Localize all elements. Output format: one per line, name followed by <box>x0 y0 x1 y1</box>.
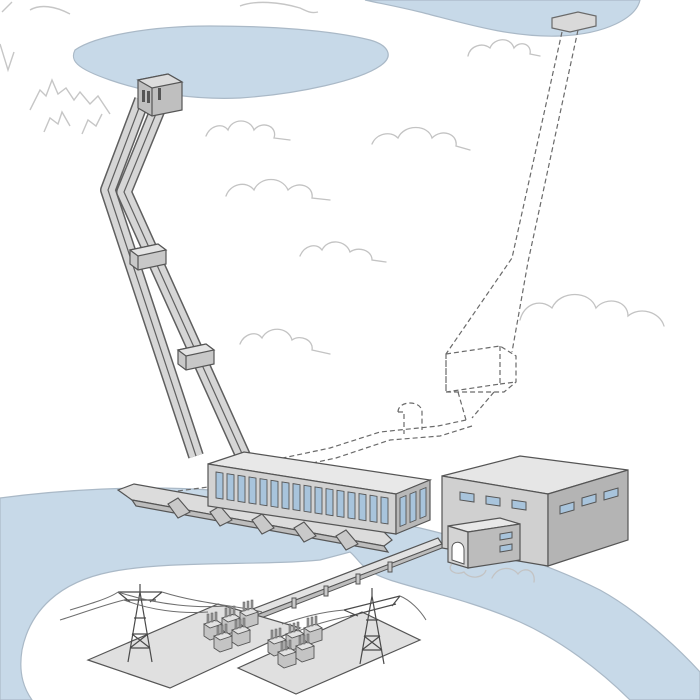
powerhouse-window <box>292 483 301 512</box>
dam-structure <box>116 483 393 553</box>
dam-piers <box>167 497 359 551</box>
cloud-icon <box>371 126 471 151</box>
outlet-annex <box>447 517 521 569</box>
intake-tower <box>136 73 184 117</box>
powerhouse-window <box>314 486 323 515</box>
powerhouse-window <box>248 476 257 505</box>
mountain-icon <box>239 1 319 14</box>
cloud-icon <box>239 328 331 355</box>
outflow-splash <box>449 563 487 578</box>
mountain-outlines <box>0 1 319 135</box>
mountain-icon <box>29 78 111 115</box>
powerhouse-window <box>399 494 407 528</box>
powerhouse-window <box>369 494 378 523</box>
transformer-unit <box>294 633 316 663</box>
penstock-pipe-divider <box>107 99 197 457</box>
powerhouse-window <box>259 478 268 507</box>
powerhouse <box>207 451 433 535</box>
mountain-icon <box>0 43 15 73</box>
clouds <box>205 39 665 583</box>
mountain-icon <box>81 113 103 135</box>
transformer-unit <box>238 599 260 629</box>
transformer-unit <box>276 639 298 669</box>
cloud-icon <box>205 120 291 141</box>
transformer-unit <box>212 623 234 653</box>
powerhouse-window <box>358 493 367 522</box>
powerhouse-window <box>226 473 235 502</box>
horizontal-tunnel <box>263 419 467 463</box>
penstock-pipe-divider-2 <box>123 103 245 459</box>
powerhouse-side-windows <box>399 486 427 528</box>
upper-right-lake <box>364 0 641 37</box>
transformer-icon <box>202 599 324 669</box>
access-shaft <box>397 402 423 434</box>
transmission-tower-icon <box>117 584 163 663</box>
vertical-shaft-right <box>511 29 579 353</box>
cloud-icon <box>225 178 331 201</box>
powerhouse-window <box>336 489 345 518</box>
control-building <box>441 455 629 578</box>
transformer-unit <box>230 617 252 647</box>
powerhouse-window <box>347 491 356 520</box>
cloud-icon <box>467 39 541 57</box>
shaft-to-tunnel-right <box>471 391 495 419</box>
powerhouse-window <box>281 481 290 510</box>
upper-intake-box <box>551 11 597 33</box>
transformer-unit <box>302 615 324 645</box>
cloud-icon <box>299 241 387 263</box>
mountain-icon <box>1 1 71 15</box>
upper-reservoir <box>72 25 389 99</box>
cloud-icon <box>491 567 535 583</box>
transformer-unit <box>202 611 224 641</box>
powerhouse-window <box>325 488 334 517</box>
powerhouse-window <box>303 484 312 513</box>
powerhouse-window <box>409 490 417 524</box>
anchor-block-lower <box>176 343 216 371</box>
vertical-shaft-left <box>445 31 563 355</box>
powerhouse-window <box>237 474 246 503</box>
shaft-to-tunnel-left <box>457 391 467 421</box>
powerhouse-window <box>215 471 224 500</box>
powerhouse-window <box>270 479 279 508</box>
substation <box>59 584 427 695</box>
powerhouse-windows <box>215 471 389 525</box>
surge-chamber <box>445 345 517 393</box>
anchor-block-upper <box>128 243 168 271</box>
powerhouse-window <box>380 496 389 525</box>
cloud-icon <box>519 294 665 327</box>
powerhouse-window <box>419 486 427 520</box>
penstock <box>100 73 252 462</box>
control-building-windows <box>459 487 619 515</box>
power-lines <box>59 591 427 633</box>
mountain-icon <box>43 110 71 133</box>
transmission-tower-icon <box>343 588 401 665</box>
